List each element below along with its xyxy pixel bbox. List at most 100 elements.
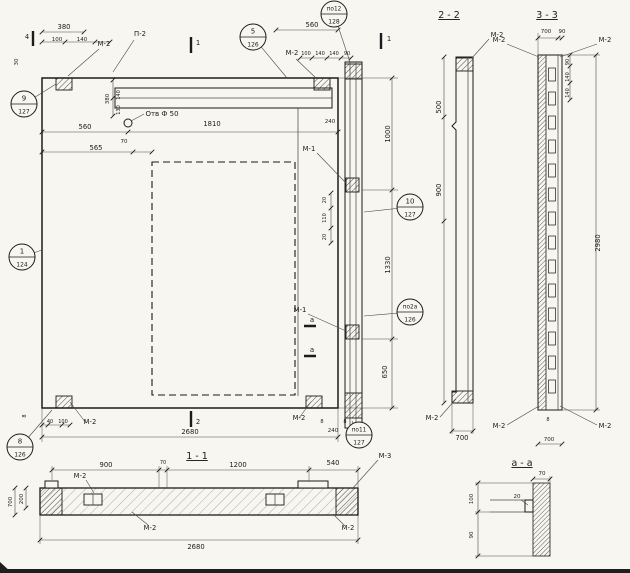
dim-240-bottom: 240 (328, 428, 339, 434)
dim-20-b: 20 (322, 234, 328, 240)
callout-bottom-label: 126 (404, 317, 416, 324)
dim-200-11-left: 200 (19, 493, 25, 504)
label-m2-top-left: М-2 (98, 40, 111, 48)
section-3-3 (537, 54, 563, 411)
end-block-left (39, 487, 63, 516)
dim-140-tr-2: 140 (329, 51, 339, 57)
hollow-cores (548, 67, 556, 394)
dim-8-33: 8 (546, 417, 549, 423)
callout-bottom-label: 127 (353, 440, 365, 447)
dim-700-33-bottom: 700 (544, 437, 555, 443)
dim-20-aa: 20 (514, 494, 521, 500)
dim-90-33-r: 90 (565, 59, 571, 65)
label-m2-22-top: М-2 (491, 31, 504, 39)
dim-240-right: 240 (325, 119, 336, 125)
extension-lines (39, 33, 600, 557)
section-cut-marks (31, 31, 383, 427)
dim-100-bl: 100 (58, 419, 68, 425)
label-m2-11-br: М-2 (342, 524, 355, 532)
dim-1000: 1000 (384, 125, 392, 142)
anchor-plate-m1-upper (345, 177, 360, 193)
dim-380-beam: 380 (105, 93, 111, 104)
dim-140-33-r1: 140 (565, 72, 571, 82)
dim-140-tr-1: 140 (315, 51, 325, 57)
label-m2-bottom-left: М-2 (84, 418, 97, 426)
dim-100-tr: 100 (301, 51, 311, 57)
edge-outline (344, 61, 363, 429)
dim-140-33-r2: 140 (565, 88, 571, 98)
top-rib-left (44, 480, 59, 489)
dimension-ticks (12, 27, 599, 559)
top-rib-right (297, 480, 329, 489)
callout-top-label: 5 (251, 28, 255, 36)
dim-110: 110 (322, 213, 328, 223)
label-m2-33-tl: М-2 (493, 36, 506, 44)
callout-bottom-label: 127 (404, 212, 416, 219)
callout-po2a-126: по2а 126 (363, 298, 424, 326)
panel-elevation (41, 77, 339, 409)
dim-70-11: 70 (160, 460, 166, 466)
callout-bottom-label: 124 (16, 262, 28, 269)
callout-bottom-label: 128 (328, 19, 340, 26)
callout-top-label: по2а (403, 305, 418, 311)
corner-plate-top-left (55, 77, 73, 91)
title-a-a: а - а (511, 458, 532, 469)
label-m2-33-tr: М-2 (599, 36, 612, 44)
leader-lines (67, 38, 598, 527)
mark-2-bottom: 2 (196, 418, 200, 426)
label-m1-upper: М-1 (303, 145, 316, 153)
dim-565: 565 (90, 144, 103, 152)
callout-8-126: 8 126 (6, 409, 53, 461)
label-m2-11-bottom: М-2 (144, 524, 157, 532)
section-1-1 (39, 480, 359, 516)
dim-8-left: 8 (22, 414, 28, 417)
dim-560-hole: 560 (79, 123, 92, 131)
anchor-plate-m1-lower (345, 324, 360, 340)
dim-100-aa: 100 (469, 493, 475, 504)
label-p2: П-2 (134, 30, 146, 38)
dim-30-left: 30 (14, 58, 20, 65)
callout-top-label: по11 (352, 428, 367, 434)
dim-2680-11: 2680 (187, 543, 204, 551)
edge-bottom-block (344, 392, 363, 419)
dim-1810: 1810 (203, 120, 220, 128)
dim-560-top-right: 560 (306, 21, 319, 29)
detail-notch (524, 499, 534, 513)
label-m3: М-3 (379, 452, 392, 460)
panel-edge-view (344, 61, 363, 429)
callout-po12-128: по12 128 (320, 0, 351, 63)
dim-900-22: 900 (435, 184, 443, 197)
dim-8-br-2: 8 (343, 419, 346, 425)
mark-a-lower-label: а (310, 346, 314, 354)
dim-130-beam: 130 (116, 105, 122, 115)
dim-100-top: 100 (52, 37, 63, 43)
callout-po11-127: по11 127 (345, 420, 373, 449)
mark-a-upper-label: а (310, 316, 314, 324)
dim-20-a: 20 (322, 197, 328, 203)
corner-plate-top-right (313, 77, 331, 91)
label-m1-lower: М-1 (294, 306, 307, 314)
title-3-3: 3 - 3 (536, 10, 558, 21)
dim-70-hole: 70 (121, 139, 128, 145)
dim-540: 540 (327, 459, 340, 467)
dim-700-33-top: 700 (541, 29, 552, 35)
dim-650: 650 (381, 366, 389, 379)
dimension-lines (14, 29, 597, 556)
dim-40-bl: 40 (47, 419, 53, 425)
callouts-layer: 9127112481265126по1212810127по2а126по111… (6, 0, 424, 461)
callout-top-label: по12 (327, 7, 342, 13)
mark-4-label: 4 (25, 33, 29, 41)
dim-8-br-1: 8 (320, 419, 323, 425)
title-1-1: 1 - 1 (186, 451, 208, 462)
mark-1-strip: 1 (387, 35, 391, 43)
label-m2-33-br: М-2 (599, 422, 612, 430)
dim-700-22: 700 (456, 434, 469, 442)
callout-bottom-label: 126 (14, 452, 26, 459)
opening-dashed-outline (151, 161, 296, 396)
label-m2-33-bl: М-2 (493, 422, 506, 430)
